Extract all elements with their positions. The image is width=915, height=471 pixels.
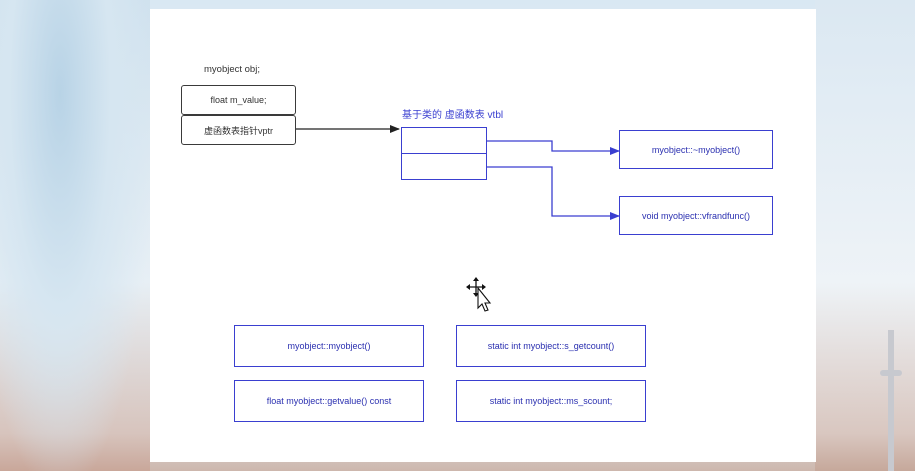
background-left-decoration <box>0 0 150 471</box>
member-constructor-box: myobject::myobject() <box>234 325 424 367</box>
vtbl-slot-2 <box>402 154 486 179</box>
background-tower <box>888 330 894 471</box>
member-static-variable-box: static int myobject::ms_scount; <box>456 380 646 422</box>
member-static-function-box: static int myobject::s_getcount() <box>456 325 646 367</box>
background-tower-deck <box>880 370 902 376</box>
vtbl-slot-1 <box>402 128 486 154</box>
member-getvalue-box: float myobject::getvalue() const <box>234 380 424 422</box>
object-declaration-label: myobject obj; <box>204 64 260 75</box>
vtbl-entry-1-arrow <box>486 140 620 155</box>
background-right-decoration <box>815 0 915 471</box>
vtbl-title: 基于类的 虚函数表 vtbl <box>402 110 504 121</box>
diagram-connectors <box>296 125 620 220</box>
object-field-m-value: float m_value; <box>181 85 296 115</box>
move-cursor-icon <box>466 277 492 312</box>
virtual-function-box: void myobject::vfrandfunc() <box>619 196 773 235</box>
virtual-destructor-box: myobject::~myobject() <box>619 130 773 169</box>
vtbl-table <box>401 127 487 180</box>
object-field-vptr: 虚函数表指针vptr <box>181 115 296 145</box>
diagram-slide: myobject obj; float m_value; 虚函数表指针vptr … <box>150 9 816 462</box>
vtbl-entry-2-arrow <box>486 166 620 220</box>
